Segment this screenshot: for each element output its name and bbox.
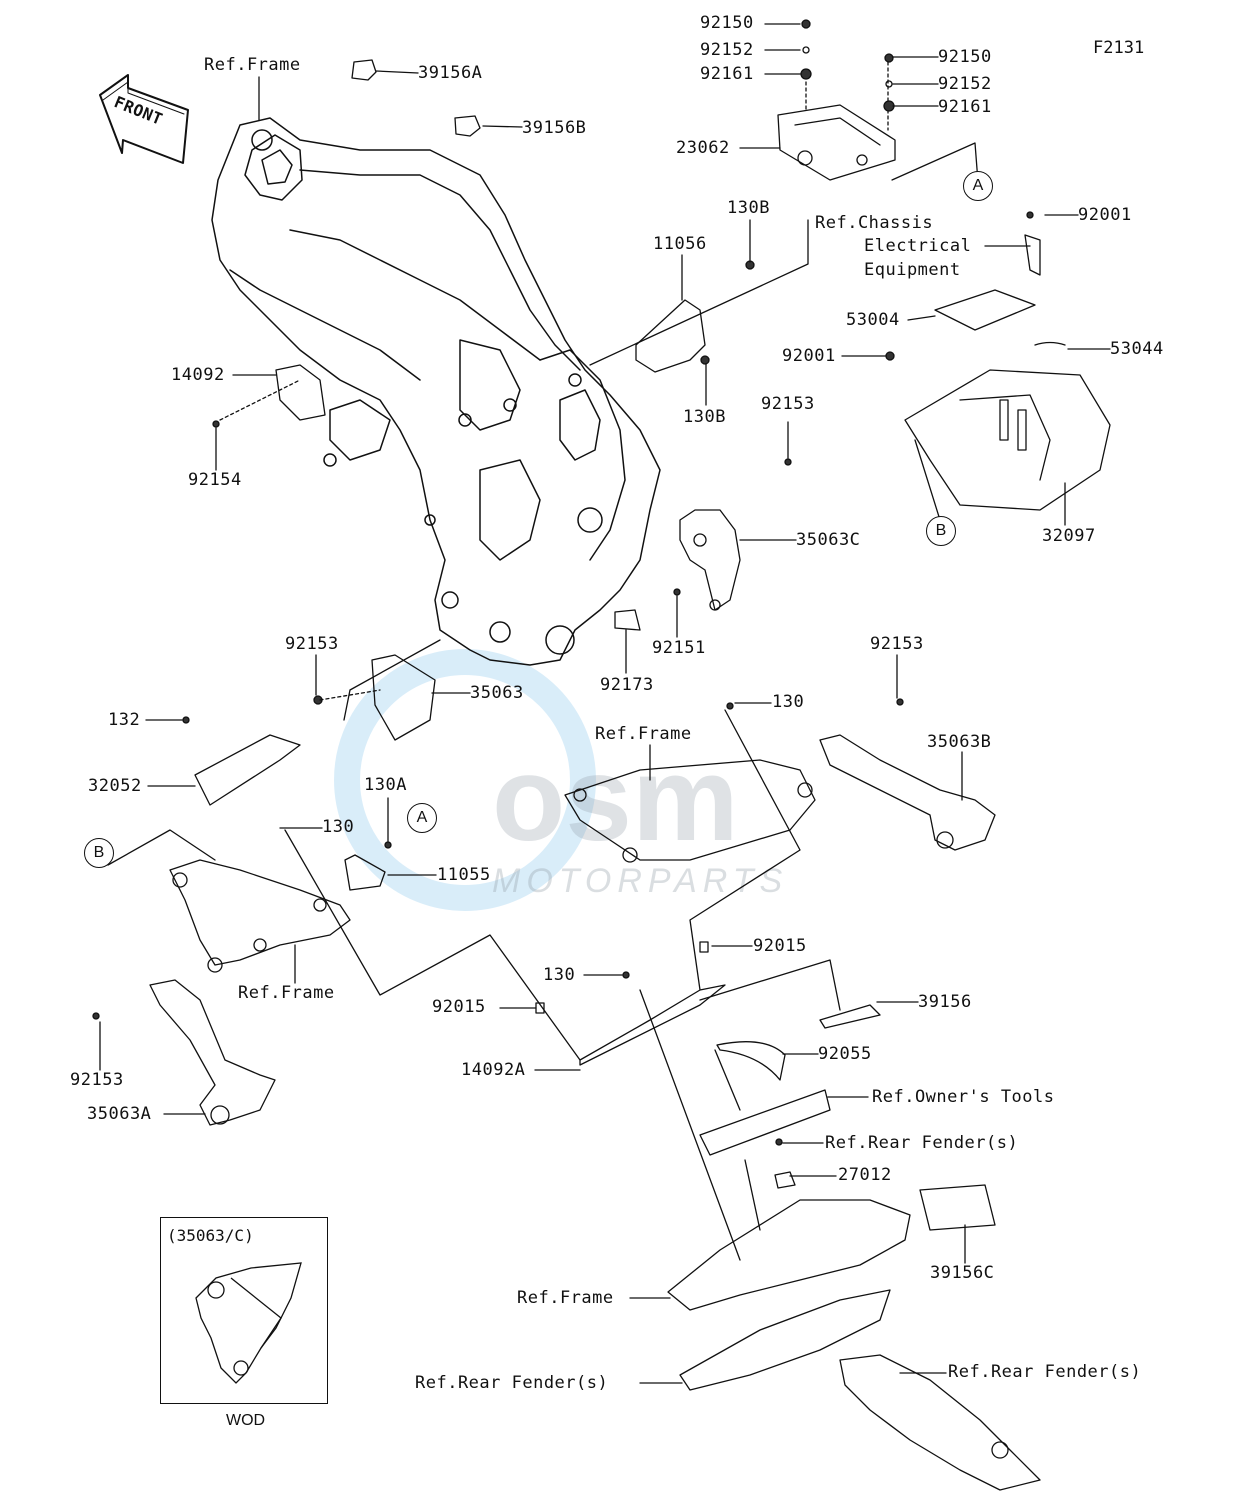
part-label: 39156C [930,1263,995,1283]
part-label: 130 [322,817,355,837]
main-frame [211,117,661,666]
part-label: Ref.Rear Fender(s) [948,1362,1142,1382]
part-label: Electrical [864,236,972,256]
part-label: 92001 [1078,205,1132,225]
part-label: 35063B [927,732,992,752]
part-label: 92150 [700,13,754,33]
part-label: 130A [364,775,407,795]
part-label: 53004 [846,310,900,330]
part-label: Ref.Chassis [815,213,934,233]
watermark-text: MOTORPARTS [492,862,789,900]
callout-b: B [84,838,114,868]
part-label: 92150 [938,47,992,67]
part-label: 92161 [938,97,992,117]
part-label: 35063C [796,530,861,550]
inset-35063-c: (35063/C) [160,1217,328,1404]
part-label: 32097 [1042,526,1096,546]
callout-a: A [963,171,993,201]
part-label: 92153 [870,634,924,654]
callout-a: A [407,803,437,833]
part-label: Ref.Frame [204,55,301,75]
part-label: Ref.Rear Fender(s) [415,1373,609,1393]
inset-title: (35063/C) [167,1226,254,1245]
battery-case [885,211,1111,521]
part-label: 92161 [700,64,754,84]
figure-id: F2131 [1093,38,1145,58]
inset-footer: WOD [226,1412,266,1429]
part-label: 14092 [171,365,225,385]
part-label: 11056 [653,234,707,254]
part-label: 39156A [418,63,483,83]
part-label: Ref.Frame [517,1288,614,1308]
part-label: 92154 [188,470,242,490]
part-label: 92151 [652,638,706,658]
part-label: Ref.Frame [595,724,692,744]
part-label: 92015 [432,997,486,1017]
part-label: 92015 [753,936,807,956]
part-label: 14092A [461,1060,526,1080]
part-label: 27012 [838,1165,892,1185]
part-label: 130 [772,692,805,712]
part-label: Equipment [864,260,961,280]
part-label: Ref.Owner's Tools [872,1087,1055,1107]
part-label: 32052 [88,776,142,796]
part-label: 130 [543,965,576,985]
part-label: 130B [683,407,726,427]
part-label: 92153 [285,634,339,654]
part-label: 53044 [1110,339,1164,359]
part-label: 130B [727,198,770,218]
part-label: 35063 [470,683,524,703]
part-label: Ref.Rear Fender(s) [825,1133,1019,1153]
part-label: 92153 [761,394,815,414]
part-label: 92173 [600,675,654,695]
part-label: 11055 [437,865,491,885]
part-label: 92055 [818,1044,872,1064]
part-label: 23062 [676,138,730,158]
callout-b: B [926,516,956,546]
part-label: Ref.Frame [238,983,335,1003]
part-label: 132 [108,710,141,730]
part-label: 92152 [938,74,992,94]
part-label: 39156 [918,992,972,1012]
part-label: 92152 [700,40,754,60]
front-arrow-icon [99,74,189,164]
part-label: 92153 [70,1070,124,1090]
part-label: 35063A [87,1104,152,1124]
part-label: 92001 [782,346,836,366]
part-label: 39156B [522,118,587,138]
